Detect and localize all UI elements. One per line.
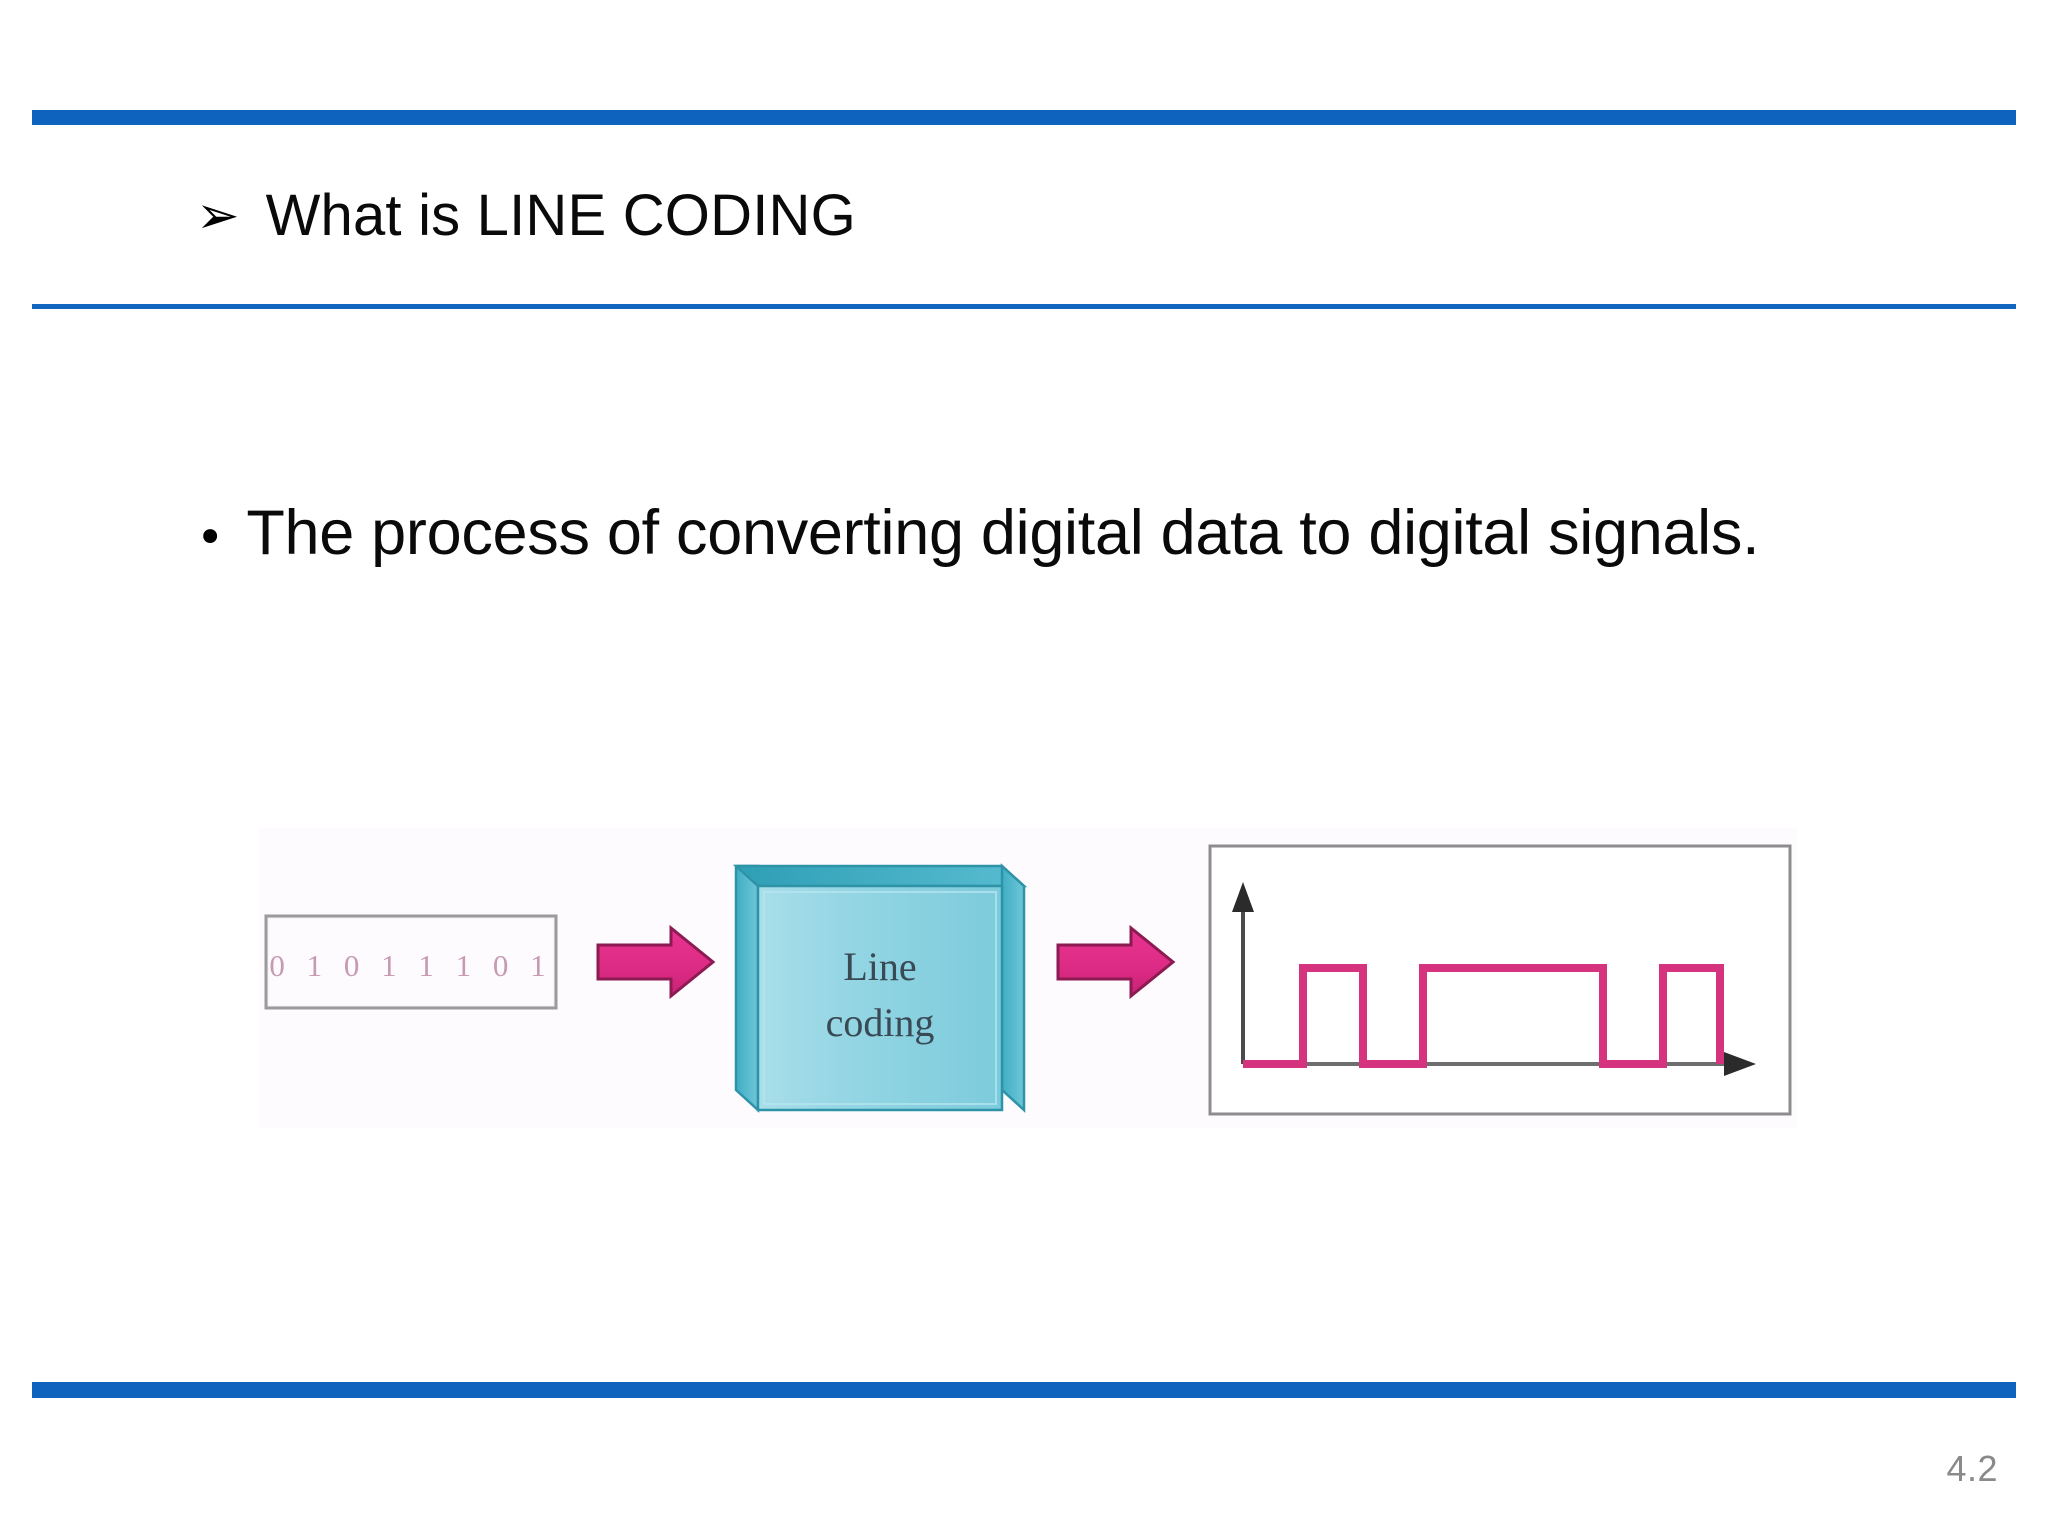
input-binary-label: 0 1 0 1 1 1 0 1 [269, 948, 552, 983]
body-bullet-text: The process of converting digital data t… [246, 498, 1760, 568]
page-title-text: What is LINE CODING [265, 183, 856, 248]
dot-bullet-icon: • [196, 510, 225, 566]
page-title: ➢ What is LINE CODING [196, 183, 856, 248]
arrow-right-1-icon [596, 924, 716, 1000]
digital-signal-waveform-panel [1208, 844, 1792, 1116]
line-coding-process-box: Line coding [732, 863, 1028, 1113]
waveform-trace [1243, 964, 1724, 1068]
line-coding-diagram-svg: 0 1 0 1 1 1 0 1 Line coding [258, 828, 1798, 1128]
arrowhead-bullet-icon: ➢ [196, 186, 240, 246]
title-underline-rule [32, 304, 2016, 309]
input-binary-box: 0 1 0 1 1 1 0 1 [264, 914, 558, 1010]
bottom-blue-rule [32, 1382, 2016, 1398]
process-box-label-line-1: Line [843, 944, 916, 989]
body-bullet-item: • The process of converting digital data… [196, 498, 1760, 568]
line-coding-diagram: 0 1 0 1 1 1 0 1 Line coding [258, 828, 1798, 1128]
process-box-label-line-2: coding [826, 1000, 935, 1045]
arrow-right-2-icon [1056, 924, 1176, 1000]
page-number: 4.2 [1946, 1448, 1998, 1489]
top-blue-rule [32, 110, 2016, 125]
signal-panel-frame [1208, 844, 1792, 1116]
y-axis [1232, 882, 1254, 1064]
